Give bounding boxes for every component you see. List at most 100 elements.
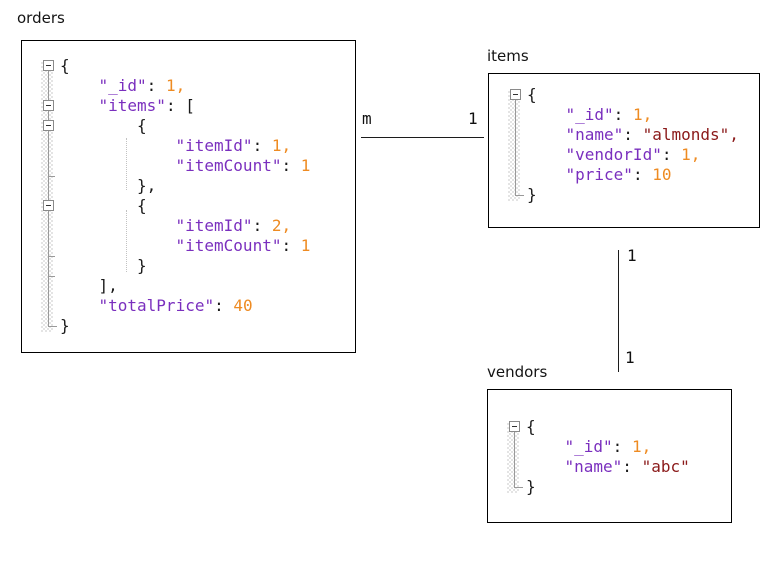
- json-token-punct: :: [661, 145, 682, 164]
- json-token-num: 1: [300, 236, 311, 255]
- json-token-punct: :: [622, 457, 642, 476]
- json-token-num: 1,: [631, 437, 652, 456]
- cardinality-label-one: 1: [625, 348, 635, 367]
- json-token-punct: }: [137, 256, 147, 275]
- json-token-key: "_id": [565, 105, 614, 124]
- json-token-punct: :: [252, 216, 272, 235]
- json-token-punct: {: [137, 196, 147, 215]
- json-token-punct: : [: [165, 96, 195, 115]
- json-token-num: 10: [652, 165, 672, 184]
- json-token-key: "itemId": [175, 136, 253, 155]
- json-token-punct: :: [281, 156, 301, 175]
- collapse-toggle-icon[interactable]: [43, 120, 54, 131]
- json-token-punct: :: [146, 76, 166, 95]
- json-token-str: "abc": [641, 457, 690, 476]
- code-line: "itemId": 2,: [22, 216, 355, 236]
- json-token-key: "totalPrice": [98, 296, 215, 315]
- json-token-punct: ],: [98, 276, 118, 295]
- json-token-punct: {: [527, 85, 537, 104]
- code-line: "itemId": 1,: [22, 136, 355, 156]
- code-line: "_id": 1,: [22, 76, 355, 96]
- json-token-key: "_id": [564, 437, 613, 456]
- json-token-num: 1: [300, 156, 311, 175]
- code-line: {: [489, 85, 759, 105]
- collapse-toggle-icon[interactable]: [43, 200, 54, 211]
- collapse-toggle-icon[interactable]: [43, 60, 54, 71]
- json-document: {"_id": 1,"items": [{"itemId": 1,"itemCo…: [22, 56, 355, 336]
- code-line: "_id": 1,: [488, 437, 731, 457]
- json-token-key: "_id": [98, 76, 147, 95]
- json-token-punct: :: [214, 296, 234, 315]
- cardinality-label-one: 1: [468, 109, 478, 128]
- minus-icon: [46, 65, 51, 66]
- json-token-punct: {: [137, 116, 147, 135]
- json-token-punct: }: [527, 185, 537, 204]
- json-token-punct: :: [632, 165, 653, 184]
- code-line: }: [489, 185, 759, 205]
- json-token-key: "name": [565, 125, 624, 144]
- json-token-punct: :: [613, 105, 633, 124]
- json-token-num: 1,: [165, 76, 186, 95]
- json-token-punct: :: [252, 136, 272, 155]
- collection-title-items: items: [487, 47, 529, 65]
- code-line: "itemCount": 1: [22, 156, 355, 176]
- collection-box-items[interactable]: {"_id": 1,"name": "almonds","vendorId": …: [488, 73, 760, 228]
- json-token-num: 1,: [271, 136, 292, 155]
- minus-icon: [513, 94, 518, 95]
- json-token-key: "itemId": [175, 216, 253, 235]
- json-token-key: "items": [98, 96, 166, 115]
- json-token-num: 40: [233, 296, 253, 315]
- code-line: "vendorId": 1,: [489, 145, 759, 165]
- collection-box-vendors[interactable]: {"_id": 1,"name": "abc"}: [487, 389, 732, 523]
- minus-icon: [46, 125, 51, 126]
- relationship-line-orders-items[interactable]: [361, 137, 484, 138]
- code-line: {: [22, 116, 355, 136]
- code-line: "totalPrice": 40: [22, 296, 355, 316]
- json-token-key: "itemCount": [175, 156, 282, 175]
- json-token-key: "vendorId": [565, 145, 662, 164]
- json-token-punct: :: [281, 236, 301, 255]
- code-line: {: [488, 417, 731, 437]
- json-document: {"_id": 1,"name": "almonds","vendorId": …: [489, 85, 759, 205]
- json-token-str: "almonds",: [642, 125, 739, 144]
- cardinality-label-one: 1: [627, 246, 637, 265]
- json-token-key: "itemCount": [175, 236, 282, 255]
- collapse-toggle-icon[interactable]: [510, 89, 521, 100]
- json-token-punct: }: [526, 477, 536, 496]
- json-document: {"_id": 1,"name": "abc"}: [488, 417, 731, 497]
- relationship-line-items-vendors[interactable]: [618, 250, 619, 372]
- collection-box-orders[interactable]: {"_id": 1,"items": [{"itemId": 1,"itemCo…: [21, 40, 356, 353]
- json-token-key: "price": [565, 165, 633, 184]
- json-token-punct: :: [623, 125, 643, 144]
- code-line: "price": 10: [489, 165, 759, 185]
- code-line: {: [22, 196, 355, 216]
- json-token-punct: }: [60, 316, 70, 335]
- minus-icon: [46, 205, 51, 206]
- json-token-punct: {: [60, 56, 70, 75]
- code-line: "name": "abc": [488, 457, 731, 477]
- json-token-num: 1,: [632, 105, 653, 124]
- json-token-punct: {: [526, 417, 536, 436]
- json-token-num: 2,: [271, 216, 292, 235]
- code-line: "itemCount": 1: [22, 236, 355, 256]
- code-line: {: [22, 56, 355, 76]
- code-line: }: [488, 477, 731, 497]
- code-line: },: [22, 176, 355, 196]
- minus-icon: [512, 426, 517, 427]
- json-token-punct: },: [137, 176, 157, 195]
- code-line: }: [22, 256, 355, 276]
- collapse-toggle-icon[interactable]: [43, 100, 54, 111]
- json-token-num: 1,: [681, 145, 701, 164]
- collection-title-vendors: vendors: [487, 363, 548, 381]
- minus-icon: [46, 105, 51, 106]
- code-line: "name": "almonds",: [489, 125, 759, 145]
- code-line: }: [22, 316, 355, 336]
- code-line: "_id": 1,: [489, 105, 759, 125]
- cardinality-label-many: m: [362, 109, 372, 128]
- code-line: "items": [: [22, 96, 355, 116]
- collapse-toggle-icon[interactable]: [509, 421, 520, 432]
- json-token-punct: :: [612, 437, 632, 456]
- collection-title-orders: orders: [17, 9, 65, 27]
- code-line: ],: [22, 276, 355, 296]
